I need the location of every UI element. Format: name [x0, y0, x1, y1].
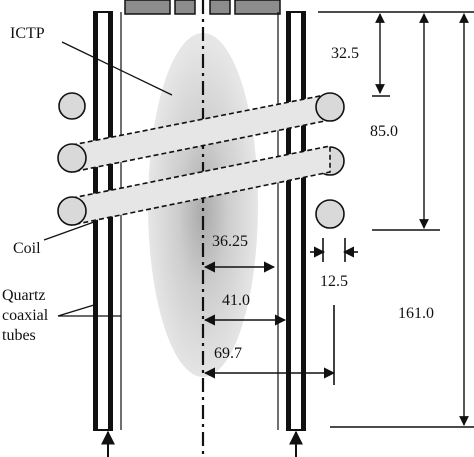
- coil-label: Coil: [13, 240, 41, 257]
- dim-161-0: 161.0: [398, 305, 434, 322]
- dim-85-0: 85.0: [370, 123, 398, 140]
- outer-tube-lines: [120, 12, 279, 430]
- leader-lines: [43, 41, 173, 317]
- inlet-caps: [124, 0, 281, 15]
- left-tube-wall: [93, 11, 113, 431]
- dim-12-5: 12.5: [320, 273, 348, 290]
- right-tube-wall: [286, 11, 306, 431]
- coil-front-turns: [57, 92, 345, 226]
- dim-36-25: 36.25: [212, 233, 248, 250]
- quartz-label-line2: coaxial: [2, 307, 49, 324]
- dim-69-7: 69.7: [214, 345, 242, 362]
- dim-41-0: 41.0: [222, 292, 250, 309]
- quartz-label-line3: tubes: [2, 327, 36, 344]
- ictp-label: ICTP: [10, 25, 45, 42]
- radial-dimensions: [203, 238, 358, 385]
- dim-32-5: 32.5: [331, 45, 359, 62]
- inlet-arrows: [101, 430, 303, 457]
- vertical-dimensions: [318, 11, 474, 428]
- quartz-label-line1: Quartz: [2, 287, 46, 304]
